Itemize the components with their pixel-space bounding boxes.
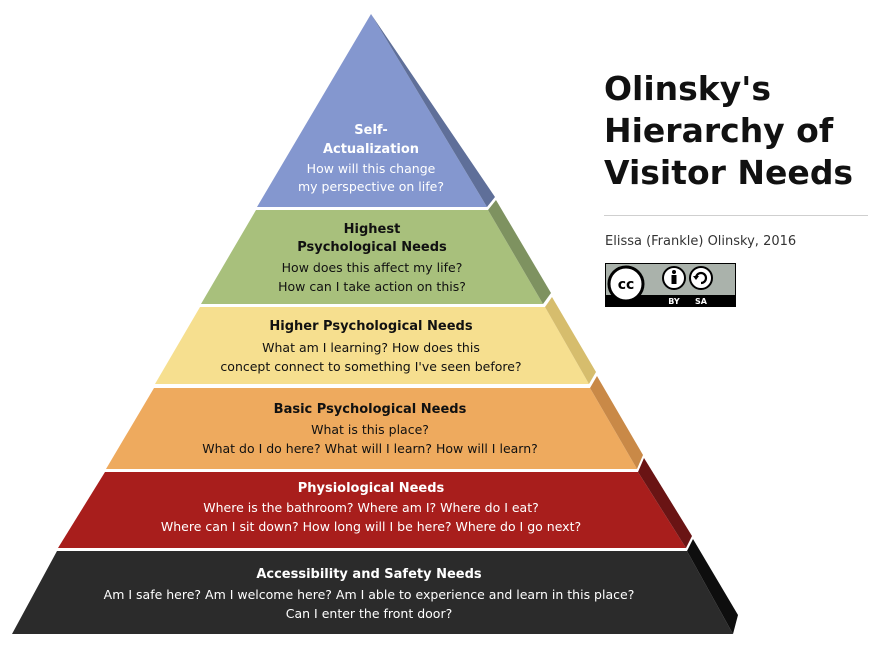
pyramid-level-highest-psychological: Highest Psychological Needs How does thi… [201, 200, 551, 304]
level-1-side [371, 14, 495, 207]
level-5-side [638, 458, 692, 548]
level-5-front [58, 472, 686, 548]
pyramid-level-physiological: Physiological Needs Where is the bathroo… [58, 458, 692, 548]
level-4-front [106, 388, 637, 469]
level-3-question-1: What am I learning? How does this [262, 340, 480, 355]
attribution-icon [662, 266, 686, 290]
pyramid-level-self-actualization: Self- Actualization How will this change… [257, 14, 495, 207]
level-2-question-2: How can I take action on this? [278, 279, 466, 294]
sa-label: SA [695, 297, 708, 306]
level-1-question-1: How will this change [307, 161, 436, 176]
level-1-question-2: my perspective on life? [298, 179, 444, 194]
title-line-3: Visitor Needs [604, 153, 854, 192]
level-4-question-2: What do I do here? What will I learn? Ho… [202, 441, 538, 456]
level-3-question-2: concept connect to something I've seen b… [220, 359, 521, 374]
level-1-title-line-1: Self- [354, 123, 387, 138]
level-6-title: Accessibility and Safety Needs [256, 567, 482, 582]
level-2-side [488, 200, 551, 304]
level-6-question-1: Am I safe here? Am I welcome here? Am I … [104, 587, 635, 602]
cc-icon: cc [607, 265, 645, 303]
level-2-front [201, 210, 543, 304]
level-6-question-2: Can I enter the front door? [286, 606, 452, 621]
level-6-front [12, 551, 733, 634]
level-2-title-line-2: Psychological Needs [297, 240, 447, 255]
diagram-title: Olinsky's Hierarchy of Visitor Needs [604, 68, 874, 194]
svg-text:cc: cc [618, 277, 635, 293]
title-divider [604, 215, 868, 216]
author-credit: Elissa (Frankle) Olinsky, 2016 [605, 234, 797, 249]
title-line-1: Olinsky's [604, 69, 772, 108]
level-2-question-1: How does this affect my life? [282, 260, 463, 275]
level-3-side [545, 297, 596, 384]
by-label: BY [668, 297, 680, 306]
level-6-side [687, 539, 738, 634]
level-4-title: Basic Psychological Needs [274, 402, 467, 417]
level-3-title: Higher Psychological Needs [269, 319, 472, 334]
level-5-question-2: Where can I sit down? How long will I be… [161, 519, 581, 534]
level-5-title: Physiological Needs [298, 481, 445, 496]
pyramid-level-basic-psychological: Basic Psychological Needs What is this p… [106, 376, 643, 469]
level-4-question-1: What is this place? [311, 422, 429, 437]
cc-by-sa-license-badge[interactable]: cc BY SA [605, 263, 736, 307]
level-4-side [590, 376, 643, 469]
level-2-title-line-1: Highest [344, 222, 401, 237]
level-1-front [257, 14, 487, 207]
share-alike-icon [689, 266, 713, 290]
level-1-title-line-2: Actualization [323, 142, 419, 157]
pyramid-level-higher-psychological: Higher Psychological Needs What am I lea… [155, 297, 596, 384]
pyramid-level-accessibility-safety: Accessibility and Safety Needs Am I safe… [12, 539, 738, 634]
level-3-front [155, 307, 589, 384]
title-line-2: Hierarchy of [604, 111, 834, 150]
level-5-question-1: Where is the bathroom? Where am I? Where… [203, 500, 539, 515]
